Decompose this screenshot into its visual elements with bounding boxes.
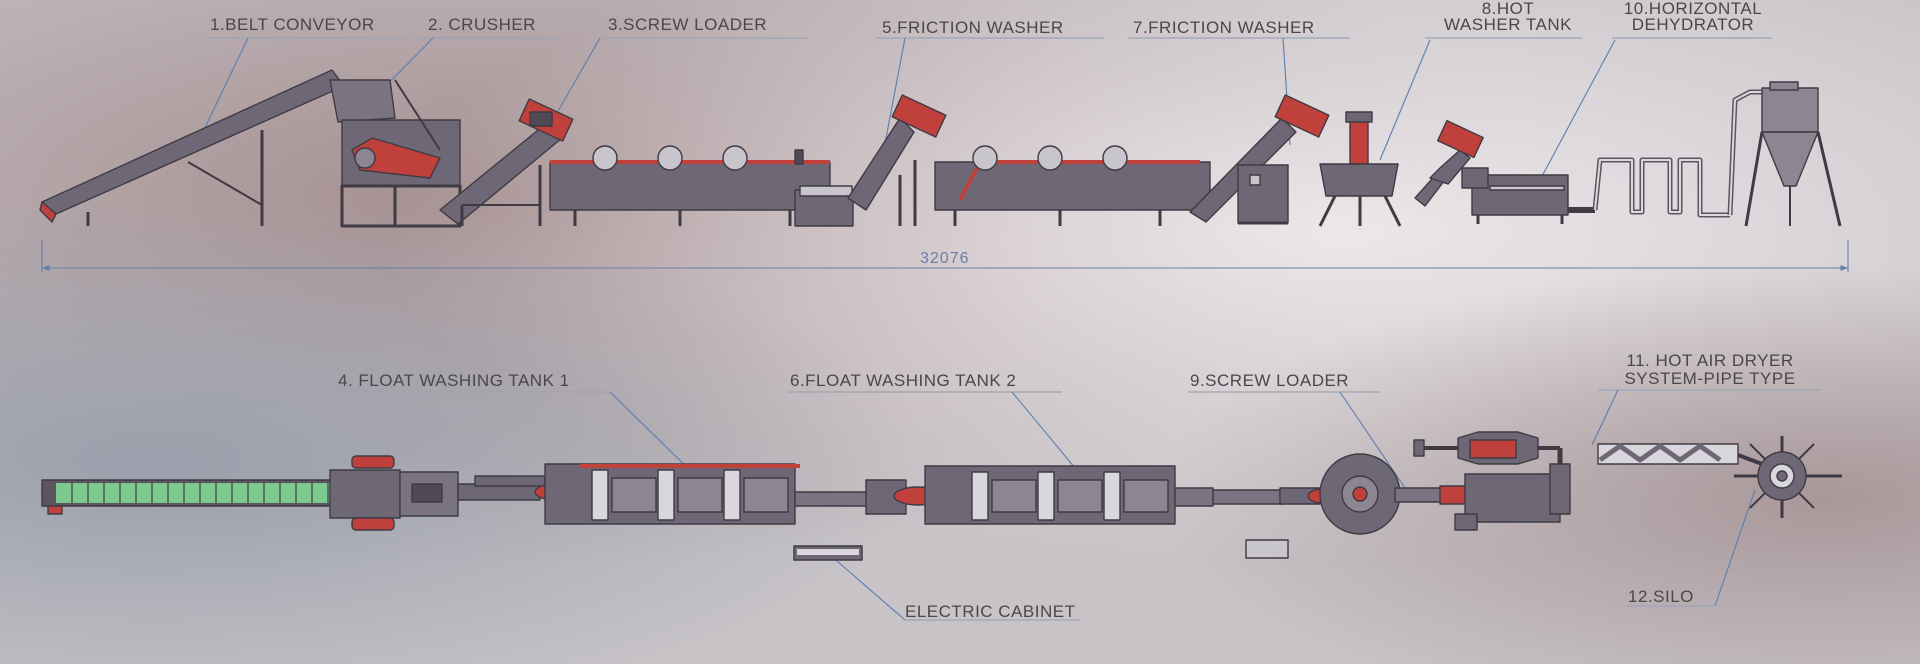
hot-air-dryer-plan xyxy=(1413,431,1779,472)
friction-washer-plan-2 xyxy=(1174,487,1337,507)
label-float-tank-1: 4. FLOAT WASHING TANK 1 xyxy=(338,371,570,390)
label-hot-washer-line1: 8.HOT xyxy=(1481,0,1535,18)
elevation-view xyxy=(39,69,1842,228)
horizontal-dehydrator-side xyxy=(1461,167,1595,224)
label-belt-conveyor: 1.BELT CONVEYOR xyxy=(210,15,375,34)
electric-cabinet-2 xyxy=(1245,539,1289,559)
label-electric-cabinet: ELECTRIC CABINET xyxy=(905,602,1076,621)
plan-view xyxy=(41,431,1842,561)
hot-washer-tank-side xyxy=(1318,111,1402,227)
label-crusher: 2. CRUSHER xyxy=(428,15,536,34)
label-dehydrator-line1: 10.HORIZONTAL xyxy=(1623,0,1763,18)
belt-conveyor-plan xyxy=(41,479,348,515)
label-silo: 12.SILO xyxy=(1628,587,1694,606)
crusher-plan xyxy=(329,455,459,531)
silo-plan xyxy=(1734,436,1842,518)
screw-loader-side-1 xyxy=(439,98,574,226)
label-dehydrator-line2: DEHYDRATOR xyxy=(1631,15,1755,34)
label-float-tank-2: 6.FLOAT WASHING TANK 2 xyxy=(790,371,1017,390)
float-tank-plan-1 xyxy=(544,463,800,525)
silo-side xyxy=(1744,81,1842,227)
friction-washer-side-1 xyxy=(794,94,947,227)
label-hot-air-line1: 11. HOT AIR DRYER xyxy=(1626,351,1794,370)
dimension-label: 32076 xyxy=(920,250,970,267)
friction-washer-side-2 xyxy=(1189,94,1330,225)
label-hot-washer-line2: WASHER TANK xyxy=(1444,15,1572,34)
horizontal-dehydrator-plan xyxy=(1454,448,1571,531)
float-tank-plan-2 xyxy=(924,465,1176,525)
friction-washer-plan-1 xyxy=(794,479,943,515)
label-hot-air-line2: SYSTEM-PIPE TYPE xyxy=(1624,369,1796,388)
hot-washer-tank-plan xyxy=(1319,453,1401,535)
float-tank-side-1 xyxy=(549,145,831,226)
label-screw-loader-2: 9.SCREW LOADER xyxy=(1190,371,1350,390)
label-underlines xyxy=(205,37,1820,621)
screw-loader-plan-2 xyxy=(1394,485,1467,505)
hot-air-dryer-pipes-side xyxy=(1592,89,1765,218)
label-friction-washer-2: 7.FRICTION WASHER xyxy=(1133,18,1315,37)
screw-loader-side-2 xyxy=(1414,119,1484,207)
label-friction-washer-1: 5.FRICTION WASHER xyxy=(882,18,1064,37)
float-tank-side-2 xyxy=(934,145,1211,226)
crusher-side xyxy=(329,79,462,228)
label-screw-loader-1: 3.SCREW LOADER xyxy=(608,15,768,34)
dimension-line xyxy=(41,240,1849,272)
